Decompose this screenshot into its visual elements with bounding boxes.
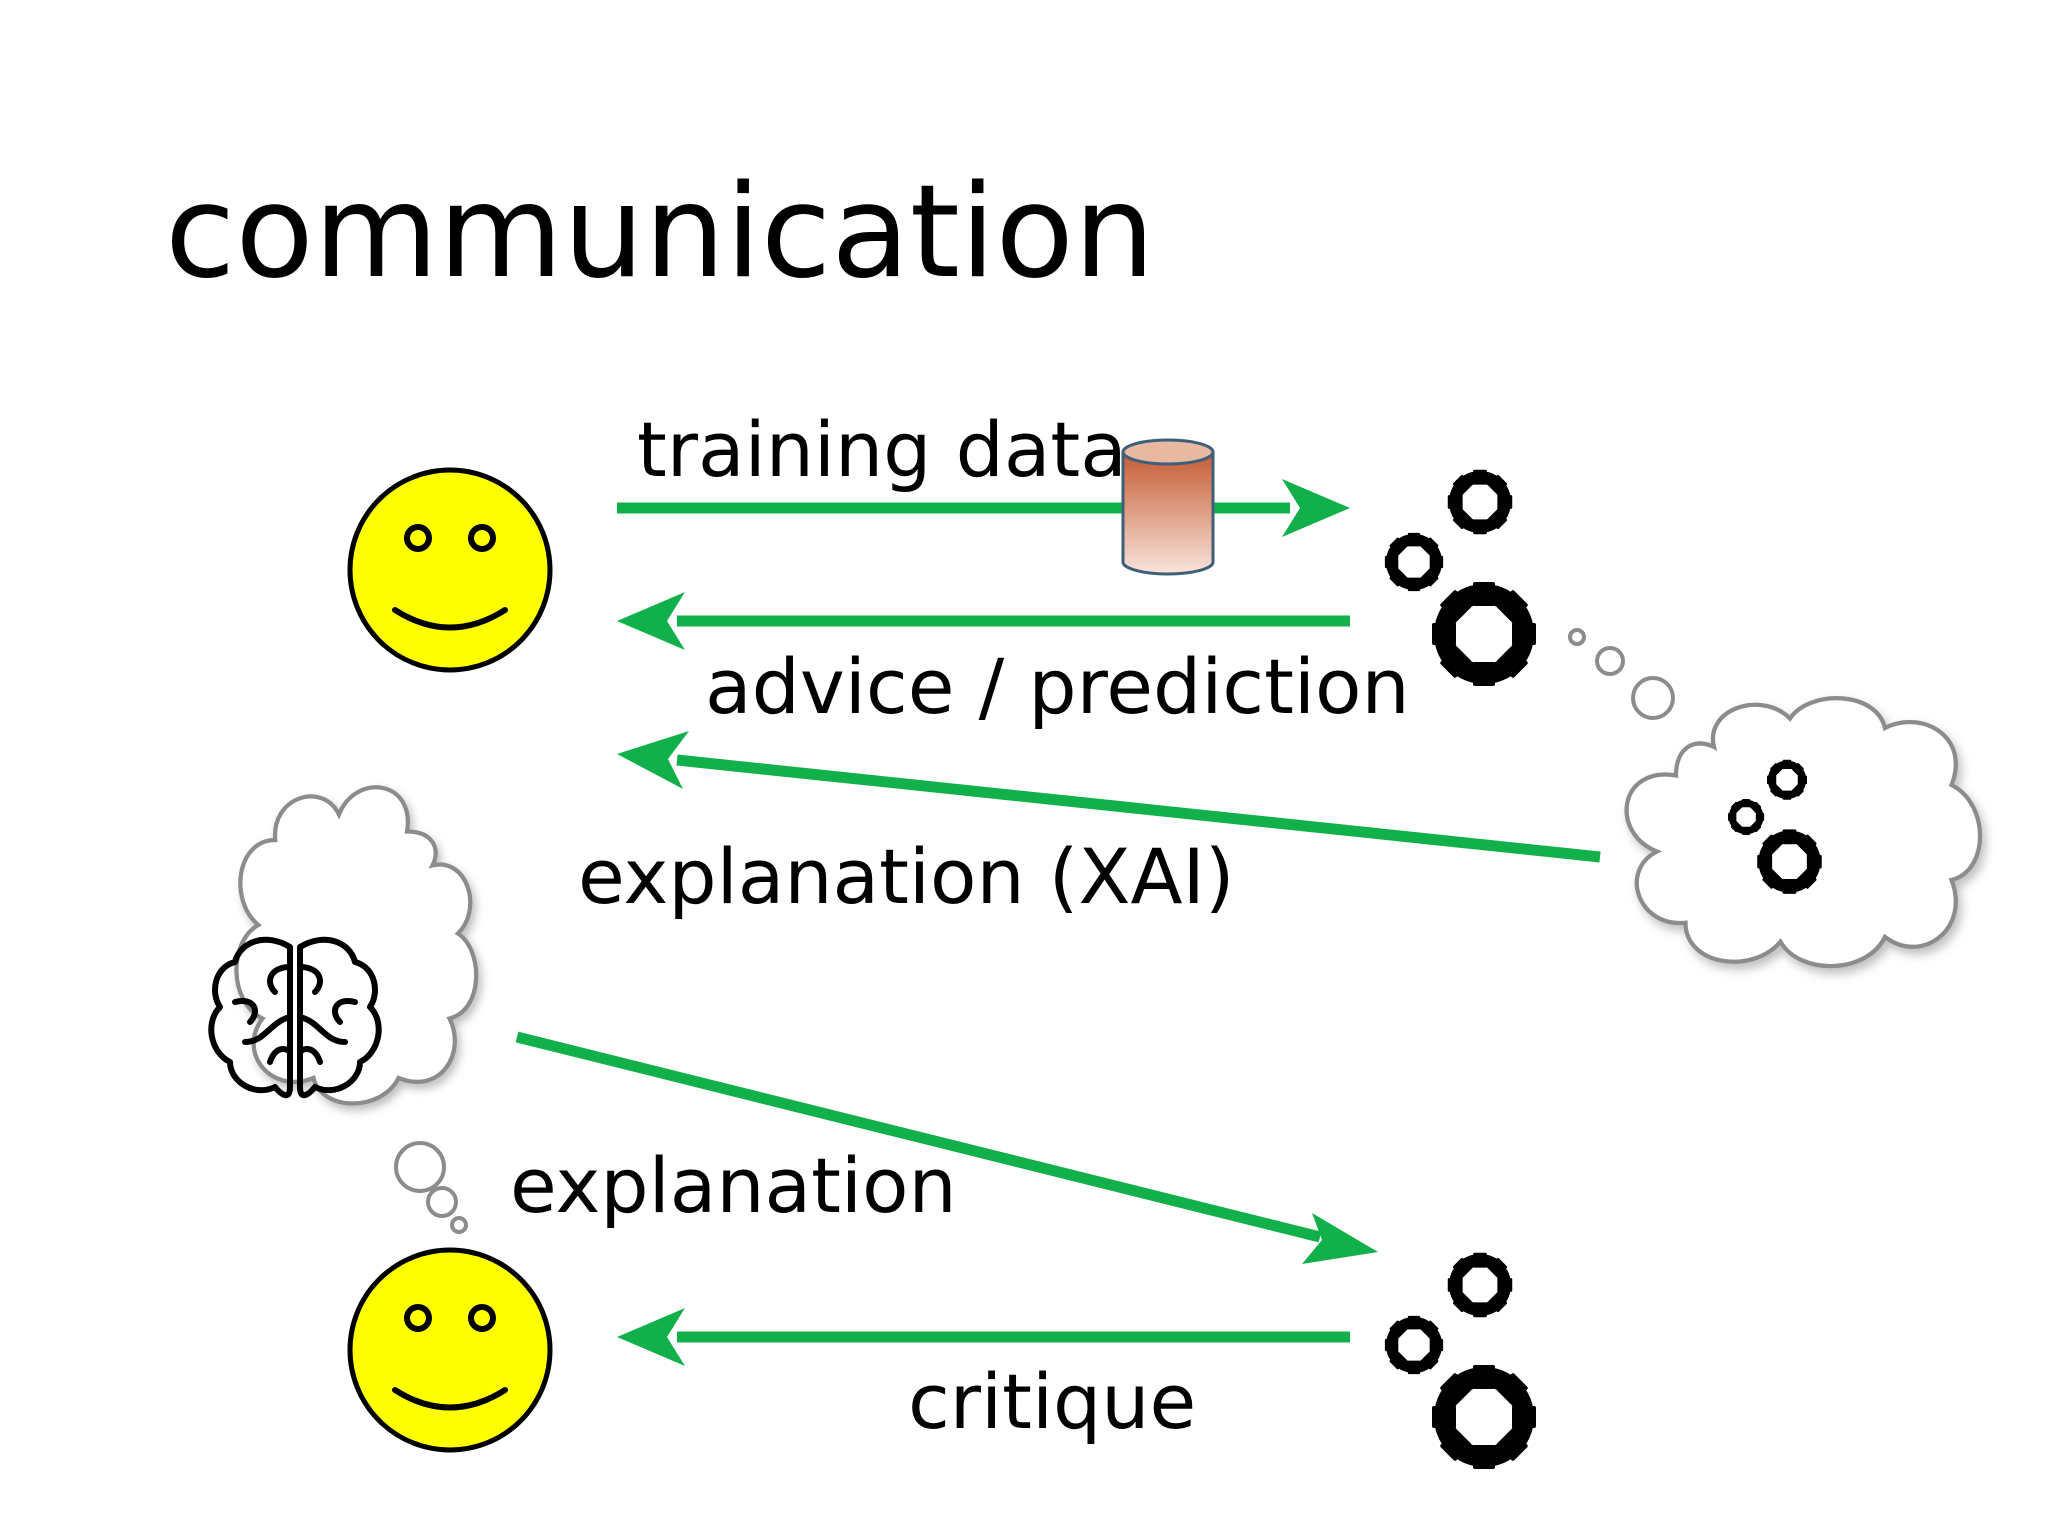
slide-title: communication (165, 158, 1155, 307)
gears-icon (1385, 1253, 1536, 1469)
thought-cloud-gears-icon (1627, 698, 1980, 966)
explanation-xai-label: explanation (XAI) (578, 832, 1235, 921)
explanation-arrow (515, 1031, 1378, 1264)
brain-icon (208, 936, 382, 1099)
database-cylinder-icon (1121, 438, 1215, 576)
smiley-face-icon (347, 467, 553, 673)
advice-prediction-arrow (617, 592, 1350, 650)
thought-cloud-brain-icon (208, 787, 476, 1103)
critique-label: critique (908, 1357, 1196, 1446)
thought-bubbles (394, 1141, 468, 1234)
explanation-label: explanation (510, 1141, 957, 1230)
smiley-face-icon (347, 1247, 553, 1453)
explanation-xai-arrow (617, 731, 1601, 863)
critique-arrow (617, 1308, 1350, 1366)
advice-prediction-label: advice / prediction (705, 642, 1410, 731)
thought-bubbles (1568, 628, 1675, 720)
training-data-label: training data (637, 405, 1127, 494)
